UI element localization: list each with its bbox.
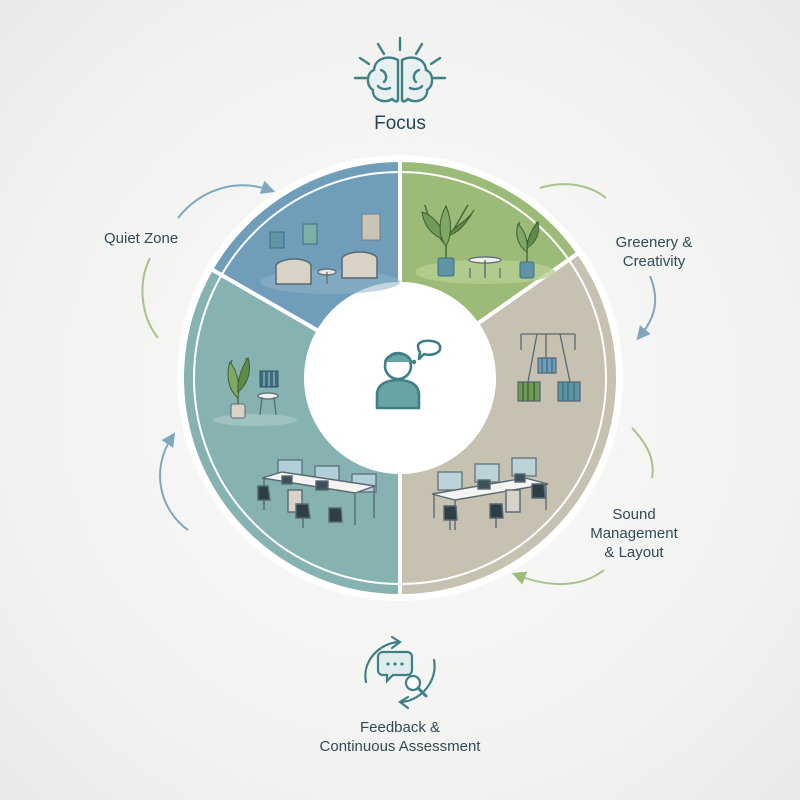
quiet-zone-illustration bbox=[260, 213, 400, 294]
right-desks-illustration bbox=[431, 457, 549, 530]
arrow-left-upper bbox=[141, 257, 159, 339]
greenery-illustration bbox=[415, 204, 555, 284]
person-thinking-icon bbox=[375, 339, 442, 410]
feedback-label: Feedback & Continuous Assessment bbox=[300, 718, 500, 756]
feedback-label-line1: Feedback & bbox=[359, 719, 441, 736]
sound-management-label: Sound Management & Layout bbox=[584, 505, 684, 562]
arrow-left-lower bbox=[159, 432, 189, 531]
inner-ring-line bbox=[193, 171, 607, 585]
workspace-plant-illustration bbox=[213, 356, 297, 426]
greenery-label-line2: Creativity bbox=[622, 253, 686, 270]
arrow-top-left bbox=[177, 180, 276, 219]
chat-search-cycle-icon bbox=[364, 635, 436, 710]
sound-label-line2: Management bbox=[590, 525, 678, 542]
acoustic-panels-illustration bbox=[517, 333, 581, 402]
brain-icon bbox=[353, 36, 447, 103]
arrow-top-right bbox=[539, 183, 607, 199]
sound-label-line1: Sound bbox=[612, 506, 656, 523]
page-title: Focus bbox=[374, 113, 426, 134]
feedback-label-line2: Continuous Assessment bbox=[319, 738, 481, 755]
greenery-label: Greenery & Creativity bbox=[606, 233, 702, 271]
left-desks-illustration bbox=[257, 459, 377, 528]
quiet-zone-label: Quiet Zone bbox=[104, 230, 179, 247]
arrow-right-middle bbox=[631, 427, 654, 479]
arrow-bottom-right bbox=[511, 569, 605, 586]
arrow-right-upper bbox=[636, 275, 657, 341]
greenery-label-line1: Greenery & bbox=[615, 234, 693, 251]
sound-label-line3: & Layout bbox=[604, 544, 664, 561]
